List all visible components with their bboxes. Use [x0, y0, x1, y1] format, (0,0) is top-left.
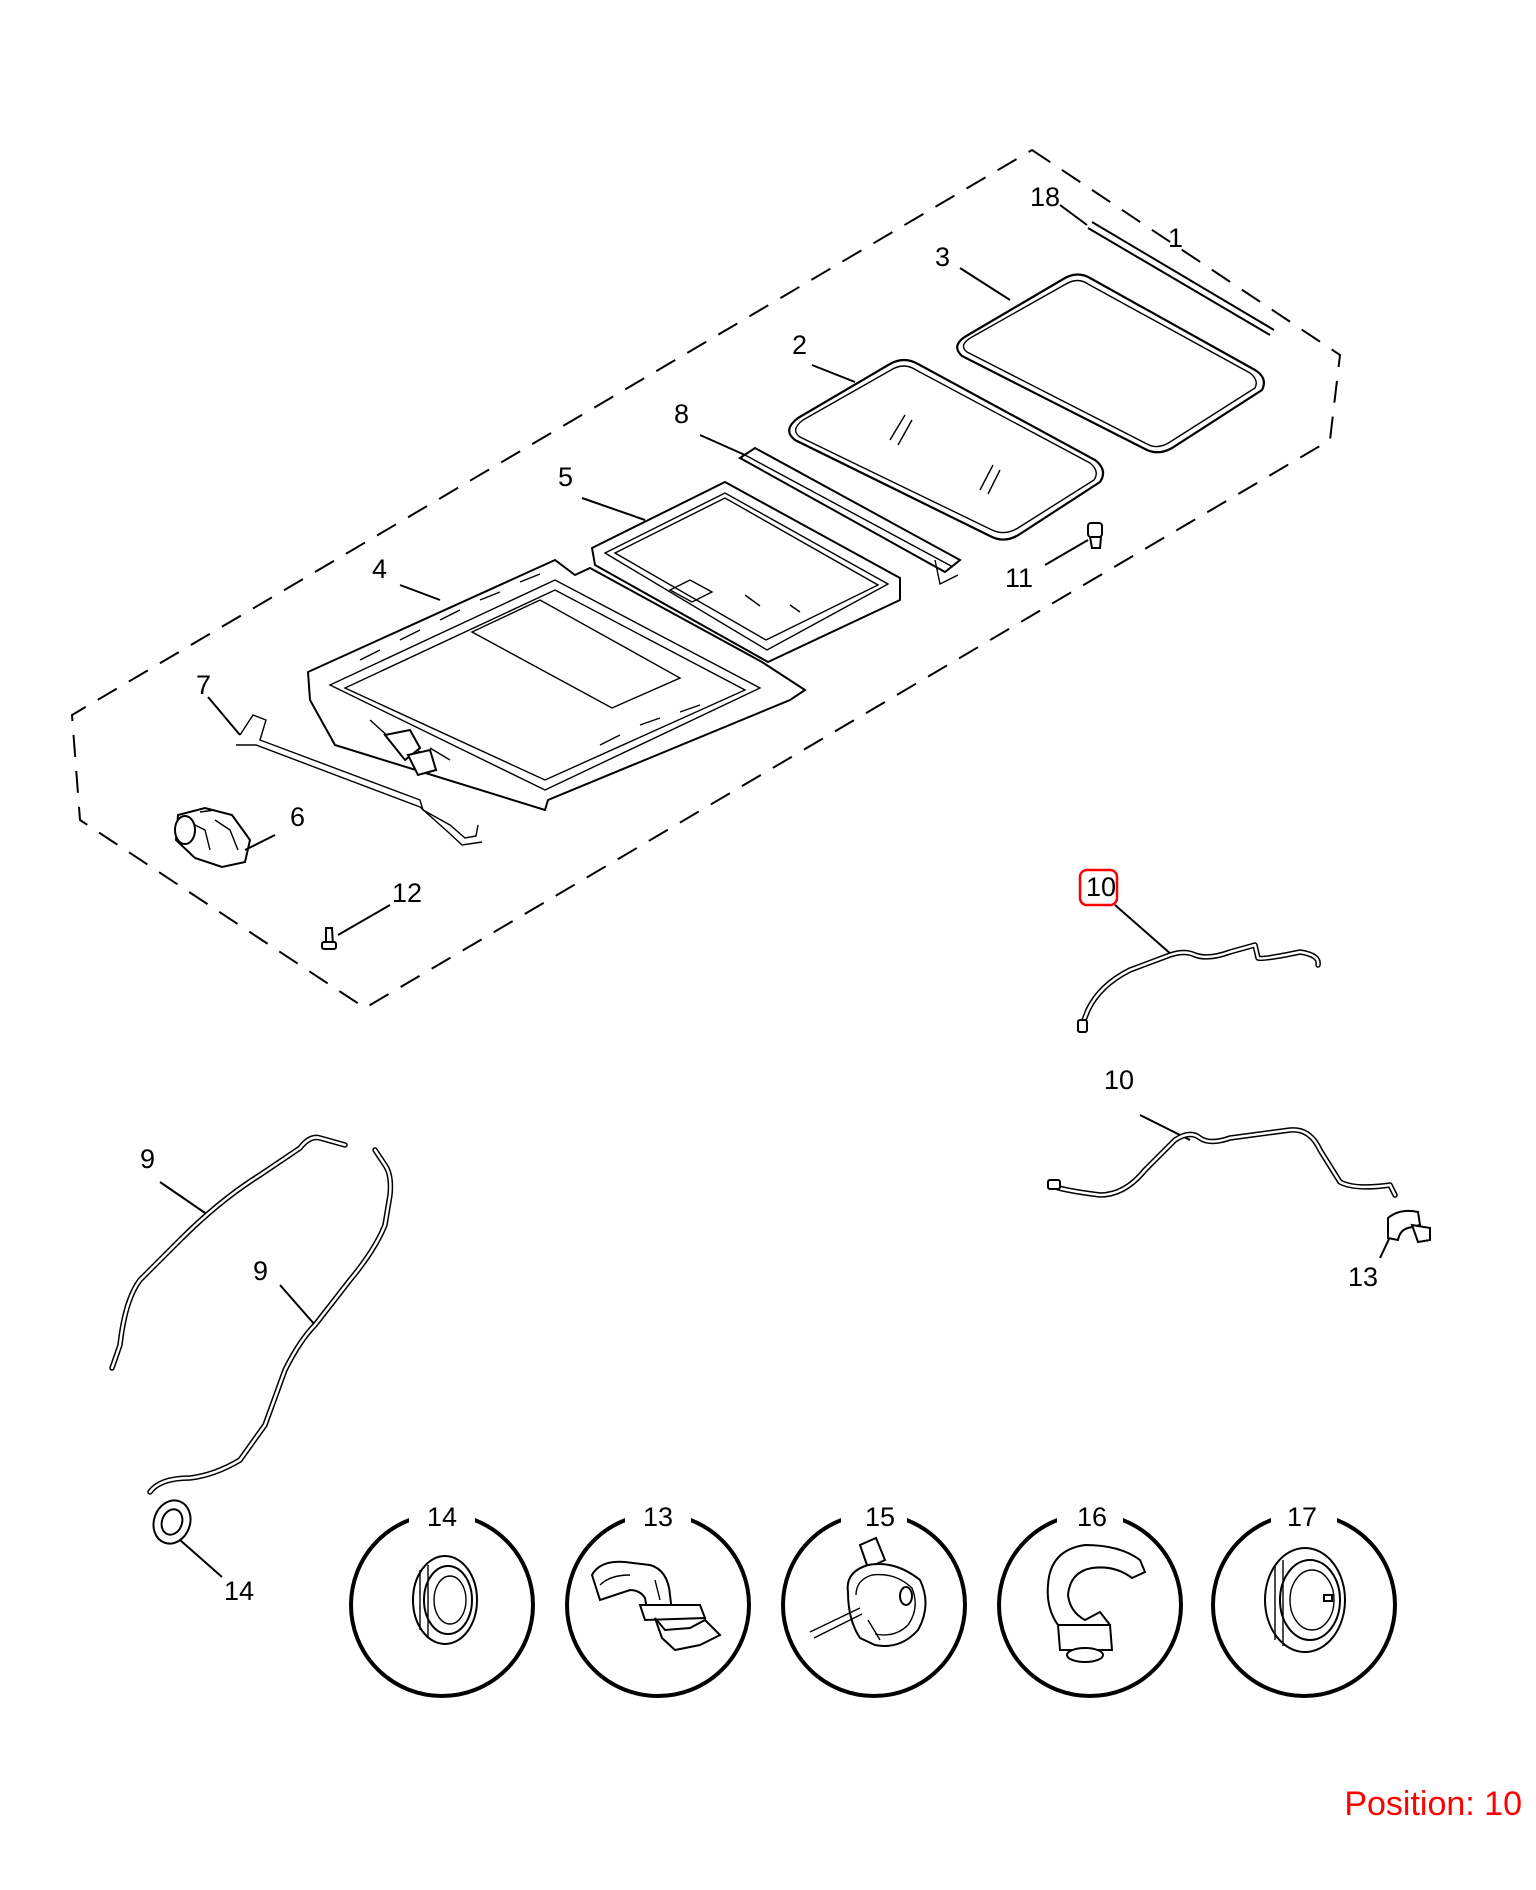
callout-9-right: 9: [253, 1256, 268, 1286]
callout-4: 4: [372, 554, 387, 584]
part-5-frame: [590, 480, 901, 664]
callout-13: 13: [1348, 1262, 1378, 1292]
part-13-elbow-small: [1387, 1209, 1431, 1244]
callout-14: 14: [224, 1576, 254, 1606]
part-10-hose-lower: [1047, 1127, 1398, 1198]
part-7-cable: [236, 714, 483, 846]
detail-label-13: 13: [643, 1502, 673, 1532]
part-2-glass: [788, 358, 1105, 541]
part-4-main-frame: [306, 558, 807, 812]
detail-circle-15[interactable]: 15: [781, 1500, 967, 1698]
detail-circle-16[interactable]: 16: [997, 1500, 1183, 1698]
part-12-bolt: [321, 927, 337, 950]
callout-7: 7: [196, 670, 211, 700]
part-3-panel: [956, 273, 1265, 454]
callout-5: 5: [558, 462, 573, 492]
part-10-hose-upper: [1077, 942, 1321, 1033]
detail-circle-14[interactable]: 14: [349, 1500, 535, 1698]
part-11-bolt: [1087, 522, 1103, 549]
callout-11: 11: [1005, 563, 1033, 593]
leader-lines: [159, 204, 1399, 1578]
detail-circle-17[interactable]: 17: [1211, 1500, 1397, 1698]
callout-2: 2: [792, 330, 807, 360]
callout-labels: 18 1 3 2 8 5 11 4 7 6 12 10 10 9 9 13 14: [140, 182, 1378, 1606]
callout-3: 3: [935, 242, 950, 272]
callout-12: 12: [392, 878, 422, 908]
selected-callout-highlight[interactable]: [1078, 868, 1119, 907]
part-9-hose-left: [109, 1134, 348, 1371]
detail-label-17: 17: [1287, 1502, 1317, 1532]
detail-label-14: 14: [427, 1502, 457, 1532]
part-14-grommet-small: [152, 1499, 192, 1545]
detail-circle-13[interactable]: 13: [565, 1500, 751, 1698]
part-seal-strip: [1087, 221, 1275, 336]
callout-8: 8: [674, 399, 689, 429]
part-9-hose-right: [147, 1147, 394, 1495]
part-6-motor: [174, 806, 252, 869]
position-label: Position: 10: [1344, 1785, 1522, 1823]
callout-10-lower: 10: [1104, 1065, 1134, 1095]
callout-1: 1: [1168, 223, 1183, 253]
callout-10-upper: 10: [1086, 872, 1116, 902]
callout-18: 18: [1030, 182, 1060, 212]
detail-label-15: 15: [865, 1502, 895, 1532]
callout-6: 6: [290, 802, 305, 832]
detail-label-16: 16: [1077, 1502, 1107, 1532]
callout-9-left: 9: [140, 1144, 155, 1174]
assembly-outline: [70, 148, 1342, 1010]
part-8-deflector: [738, 446, 962, 586]
